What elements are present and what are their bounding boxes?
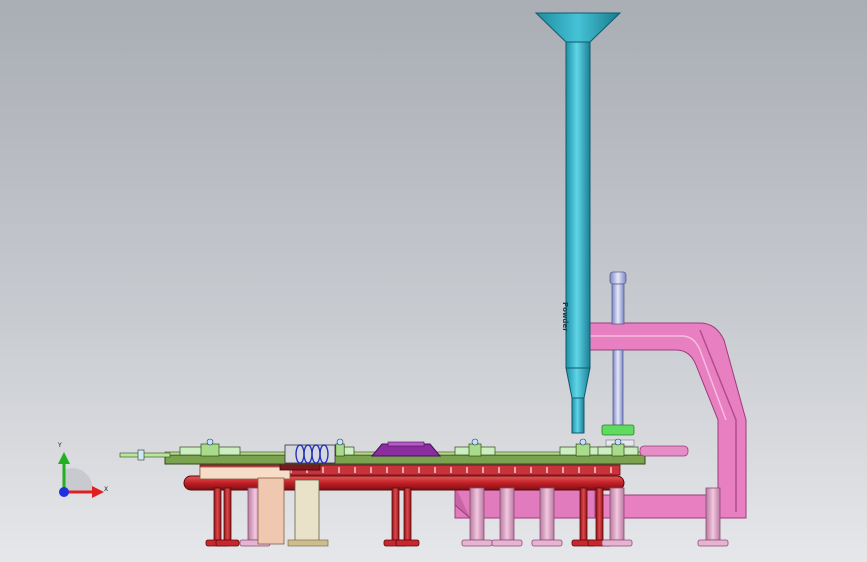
purple-bowl bbox=[370, 441, 442, 457]
support-leg bbox=[215, 487, 240, 547]
left-rod bbox=[119, 449, 171, 461]
support-leg bbox=[697, 487, 729, 547]
rail-tick bbox=[466, 467, 468, 473]
support-leg bbox=[395, 487, 420, 547]
z-axis-dot bbox=[59, 487, 69, 497]
rail-tick bbox=[450, 467, 452, 473]
rail-tick bbox=[546, 467, 548, 473]
actuator bbox=[559, 438, 607, 457]
rail-tick bbox=[434, 467, 436, 473]
rail-tick bbox=[354, 467, 356, 473]
support-legs bbox=[205, 487, 729, 547]
rail-tick bbox=[418, 467, 420, 473]
tube-label: Powder bbox=[561, 302, 569, 332]
actuators bbox=[179, 438, 639, 457]
rail-tick bbox=[562, 467, 564, 473]
y-axis-label: Y bbox=[58, 442, 62, 449]
support-leg bbox=[383, 487, 408, 547]
x-axis-label: X bbox=[104, 486, 109, 493]
support-leg bbox=[531, 487, 563, 547]
rail-tick bbox=[370, 467, 372, 473]
rail-tick bbox=[530, 467, 532, 473]
support-leg bbox=[461, 487, 493, 547]
actuator bbox=[597, 438, 639, 457]
powder-feeder: Powder bbox=[534, 12, 622, 434]
spring-assembly bbox=[284, 444, 336, 464]
rail-tick bbox=[610, 467, 612, 473]
rail-tick bbox=[514, 467, 516, 473]
rail-tick bbox=[322, 467, 324, 473]
rail-tick bbox=[498, 467, 500, 473]
rail-tick bbox=[578, 467, 580, 473]
press-rod bbox=[601, 271, 635, 447]
axis-triad: Y X bbox=[40, 436, 130, 516]
red-rail bbox=[183, 464, 625, 491]
rail-tick bbox=[386, 467, 388, 473]
support-leg bbox=[601, 487, 633, 547]
rail-tick bbox=[482, 467, 484, 473]
rail-tick bbox=[338, 467, 340, 473]
rail-tick bbox=[594, 467, 596, 473]
support-leg bbox=[491, 487, 523, 547]
actuator bbox=[179, 438, 241, 457]
actuator bbox=[325, 438, 355, 457]
rail-tick bbox=[402, 467, 404, 473]
actuator bbox=[454, 438, 496, 457]
